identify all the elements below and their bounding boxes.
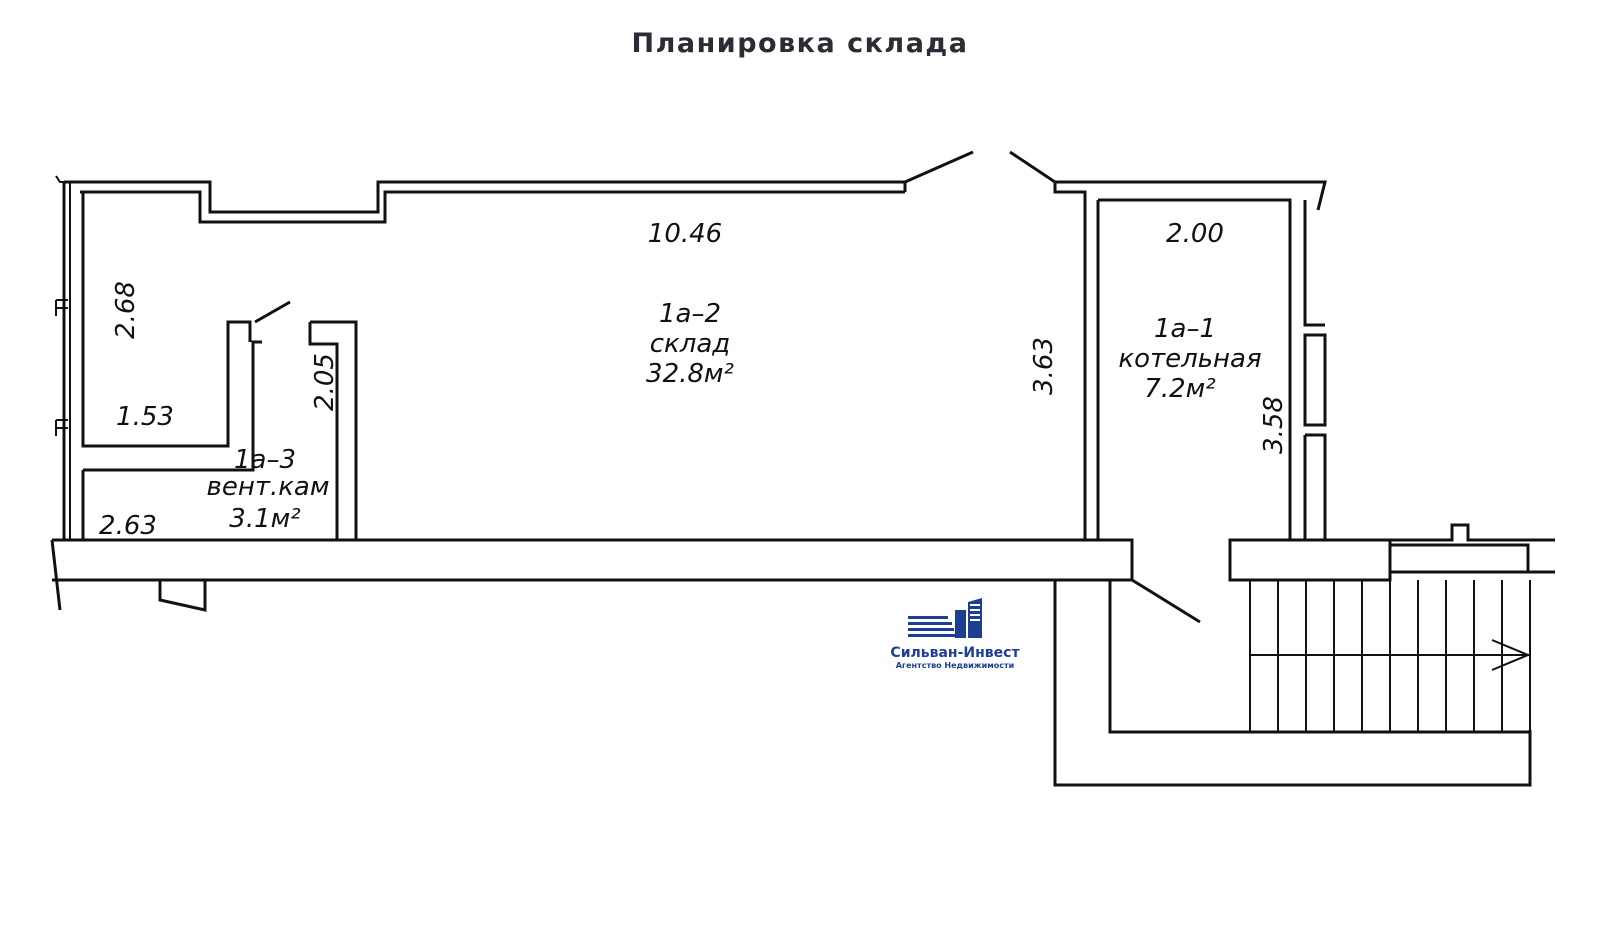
entry-door — [904, 150, 1056, 184]
dim-10-46: 10.46 — [648, 219, 722, 249]
dim-3-63: 3.63 — [1029, 337, 1059, 395]
room-name-1a-1: котельная — [1118, 344, 1261, 374]
dim-1-53: 1.53 — [116, 402, 174, 432]
stair-steps — [1249, 580, 1531, 732]
logo-subtitle: Агентство Недвижимости — [895, 661, 1015, 670]
room-area-1a-1: 7.2м² — [1144, 374, 1215, 404]
room-name-1a-3: вент.кам — [207, 472, 330, 502]
top-wall — [64, 180, 907, 224]
logo-name: Сильван-Инвест — [890, 645, 1020, 661]
left-outer-wall — [55, 175, 71, 540]
building-logo-icon — [908, 598, 982, 638]
dim-2-68: 2.68 — [111, 281, 141, 339]
room-code-1a-3: 1а–3 — [234, 445, 296, 475]
dim-2-05: 2.05 — [310, 353, 340, 411]
room-area-1a-3: 3.1м² — [229, 504, 300, 534]
room-name-1a-2: склад — [650, 329, 731, 359]
inner-walls — [81, 192, 358, 540]
room-code-1a-1: 1а–1 — [1154, 314, 1216, 344]
right-top-wall — [1053, 180, 1327, 542]
company-logo: Сильван-Инвест Агентство Недвижимости — [875, 598, 1035, 670]
room-area-1a-2: 32.8м² — [646, 359, 734, 389]
page-title: Планировка склада — [631, 28, 969, 59]
corridor-wall — [50, 538, 1201, 624]
dim-3-58: 3.58 — [1259, 396, 1289, 454]
dim-2-63: 2.63 — [99, 511, 157, 541]
dim-2-00: 2.00 — [1166, 219, 1224, 249]
room-code-1a-2: 1а–2 — [659, 299, 721, 329]
